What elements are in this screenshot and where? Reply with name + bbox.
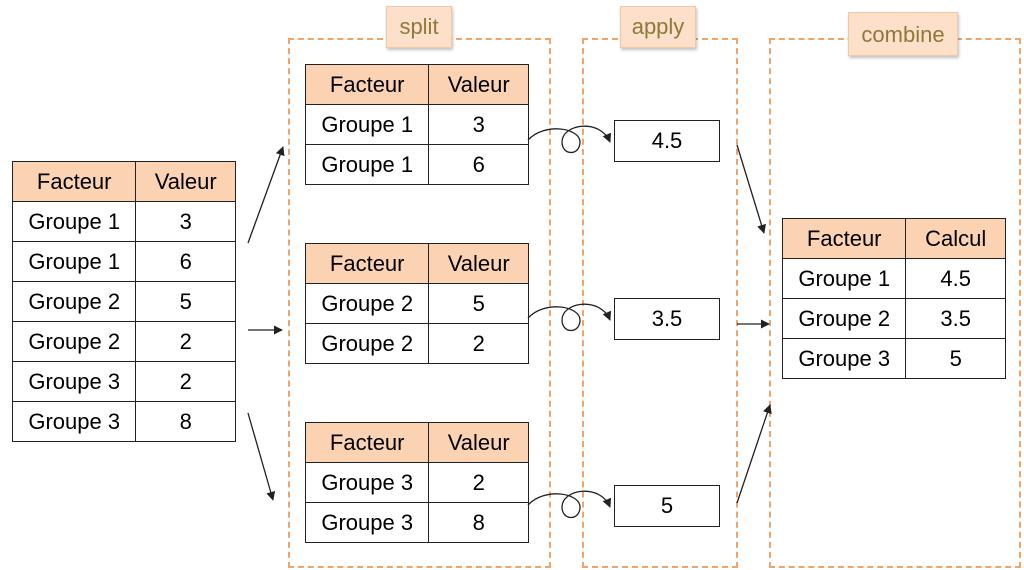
apply-result-group-3: 5	[614, 485, 720, 527]
table-header-row: Facteur Calcul	[781, 218, 1006, 259]
table-header-row: Facteur Valeur	[304, 422, 529, 463]
cell-facteur: Groupe 2	[781, 298, 907, 339]
cell-facteur: Groupe 3	[781, 338, 907, 379]
cell-facteur: Groupe 2	[11, 281, 137, 322]
combine-label: combine	[848, 12, 958, 56]
cell-valeur: 2	[428, 462, 529, 503]
apply-result-group-2: 3.5	[614, 298, 720, 340]
split-label: split	[386, 6, 452, 48]
cell-facteur: Groupe 3	[11, 361, 137, 402]
header-facteur: Facteur	[304, 64, 430, 105]
cell-facteur: Groupe 1	[11, 241, 137, 282]
cell-calcul: 4.5	[905, 258, 1006, 299]
apply-result-group-1: 4.5	[614, 120, 720, 162]
split-arrow-3	[247, 412, 276, 501]
cell-valeur: 5	[135, 281, 236, 322]
header-facteur: Facteur	[781, 218, 907, 259]
split-arrow-1	[247, 146, 285, 244]
table-header-row: Facteur Valeur	[304, 243, 529, 284]
cell-facteur: Groupe 1	[304, 104, 430, 145]
cell-valeur: 6	[428, 144, 529, 185]
header-valeur: Valeur	[135, 161, 236, 202]
cell-facteur: Groupe 3	[304, 462, 430, 503]
header-facteur: Facteur	[11, 161, 137, 202]
combine-arrow-3	[736, 404, 772, 504]
header-valeur: Valeur	[428, 422, 529, 463]
cell-valeur: 5	[428, 283, 529, 324]
header-facteur: Facteur	[304, 422, 430, 463]
cell-facteur: Groupe 3	[11, 401, 137, 442]
header-facteur: Facteur	[304, 243, 430, 284]
cell-calcul: 5	[905, 338, 1006, 379]
cell-facteur: Groupe 2	[304, 323, 430, 364]
cell-facteur: Groupe 2	[11, 321, 137, 362]
cell-valeur: 2	[428, 323, 529, 364]
cell-facteur: Groupe 3	[304, 502, 430, 543]
cell-calcul: 3.5	[905, 298, 1006, 339]
apply-loop-arrow-2	[527, 303, 612, 332]
cell-valeur: 3	[135, 201, 236, 242]
cell-valeur: 8	[428, 502, 529, 543]
header-calcul: Calcul	[905, 218, 1006, 259]
apply-loop-arrow-1	[527, 125, 612, 154]
apply-label: apply	[620, 6, 696, 48]
apply-loop-arrow-3	[527, 490, 612, 519]
header-valeur: Valeur	[428, 64, 529, 105]
cell-facteur: Groupe 1	[304, 144, 430, 185]
table-header-row: Facteur Valeur	[304, 64, 529, 105]
cell-valeur: 8	[135, 401, 236, 442]
cell-valeur: 2	[135, 361, 236, 402]
header-valeur: Valeur	[428, 243, 529, 284]
combine-arrow-1	[736, 144, 766, 234]
cell-facteur: Groupe 1	[781, 258, 907, 299]
table-header-row: Facteur Valeur	[11, 161, 236, 202]
